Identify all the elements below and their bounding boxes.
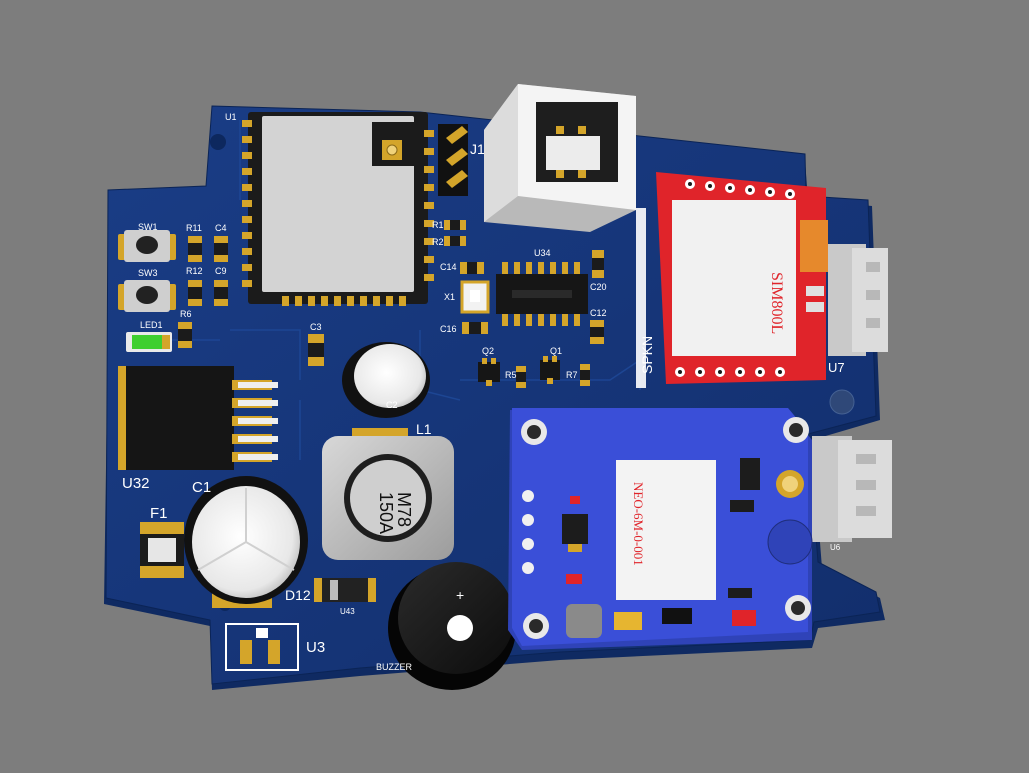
- resistor-r1: [444, 220, 466, 230]
- resistor-r5: [516, 366, 526, 388]
- gps-module-label: NEO-6M-0-001: [631, 482, 646, 566]
- ic-u34: [496, 262, 588, 326]
- d12-label: D12: [285, 587, 311, 603]
- c14-label: C14: [440, 262, 457, 272]
- connector-u3: [225, 623, 299, 671]
- tactile-switch-sw1: [118, 230, 176, 262]
- capacitor-c12: [590, 320, 604, 344]
- capacitor-c20: [592, 250, 604, 278]
- sw3-label: SW3: [138, 268, 158, 278]
- fuse-f1: [140, 522, 184, 578]
- sw1-label: SW1: [138, 222, 158, 232]
- f1-label: F1: [150, 505, 168, 522]
- resistor-r6: [178, 322, 192, 348]
- mounting-hole-top-left: [210, 134, 226, 150]
- c16-label: C16: [440, 324, 457, 334]
- transistor-q1: [540, 356, 560, 384]
- c1-label: C1: [192, 479, 211, 496]
- c4-label: C4: [215, 223, 227, 233]
- u1-label: U1: [225, 112, 237, 122]
- c9-label: C9: [215, 266, 227, 276]
- connector-u7: [828, 244, 888, 356]
- electrolytic-capacitor-c2: [342, 342, 430, 418]
- spkn-label: SPKN: [639, 336, 655, 374]
- buzzer-plus-mark: +: [456, 587, 464, 603]
- buzzer-label: BUZZER: [376, 662, 413, 672]
- regulator-u32: [118, 366, 278, 470]
- u34-label: U34: [534, 248, 551, 258]
- l1-marking-1: 150A: [376, 492, 396, 534]
- u32-label: U32: [122, 475, 150, 492]
- r12-label: R12: [186, 266, 203, 276]
- tactile-switch-sw3: [118, 280, 176, 312]
- resistor-r12: [188, 280, 202, 306]
- gps-module: NEO-6M-0-001: [508, 408, 813, 650]
- r6-label: R6: [180, 309, 192, 319]
- capacitor-c4: [214, 236, 228, 262]
- connector-u6: [812, 436, 892, 542]
- led1-label: LED1: [140, 320, 163, 330]
- q2-label: Q2: [482, 346, 494, 356]
- capacitor-c9: [214, 280, 228, 306]
- buzzer: +: [388, 562, 516, 690]
- crystal-x1: [460, 280, 490, 314]
- esp-module-u1: [242, 112, 434, 306]
- sim-module-label: SIM800L: [768, 272, 785, 334]
- u43-label: U43: [340, 607, 355, 616]
- resistor-r7: [580, 364, 590, 386]
- c20-label: C20: [590, 282, 607, 292]
- x1-label: X1: [444, 292, 455, 302]
- r11-label: R11: [186, 223, 202, 233]
- pin-header-j1: [438, 124, 468, 196]
- capacitor-c14: [460, 262, 484, 274]
- u6-label: U6: [830, 543, 841, 552]
- usb-b-connector: [484, 84, 636, 232]
- u3-label: U3: [306, 639, 325, 656]
- r5-label: R5: [505, 370, 517, 380]
- diode-d12: [314, 578, 376, 602]
- capacitor-c3: [308, 334, 324, 366]
- l1-label: L1: [416, 421, 432, 437]
- sim800l-module: SIM800L: [636, 172, 828, 388]
- q1-label: Q1: [550, 346, 562, 356]
- l1-marking-2: M78: [394, 492, 414, 527]
- mounting-hole-right: [829, 389, 855, 415]
- capacitor-c16: [462, 322, 488, 334]
- j1-label: J1: [470, 141, 485, 157]
- inductor-l1: 150A M78: [322, 428, 454, 560]
- r2-label: R2: [432, 237, 444, 247]
- c2-label: C2: [386, 400, 398, 410]
- c3-label: C3: [310, 322, 322, 332]
- u7-label: U7: [828, 360, 845, 375]
- c12-label: C12: [590, 308, 607, 318]
- electrolytic-capacitor-c1: [184, 476, 308, 608]
- resistor-r11: [188, 236, 202, 262]
- r7-label: R7: [566, 370, 578, 380]
- transistor-q2: [478, 358, 500, 386]
- led1: [126, 332, 172, 352]
- r1-label: R1: [432, 220, 444, 230]
- resistor-r2: [444, 236, 466, 246]
